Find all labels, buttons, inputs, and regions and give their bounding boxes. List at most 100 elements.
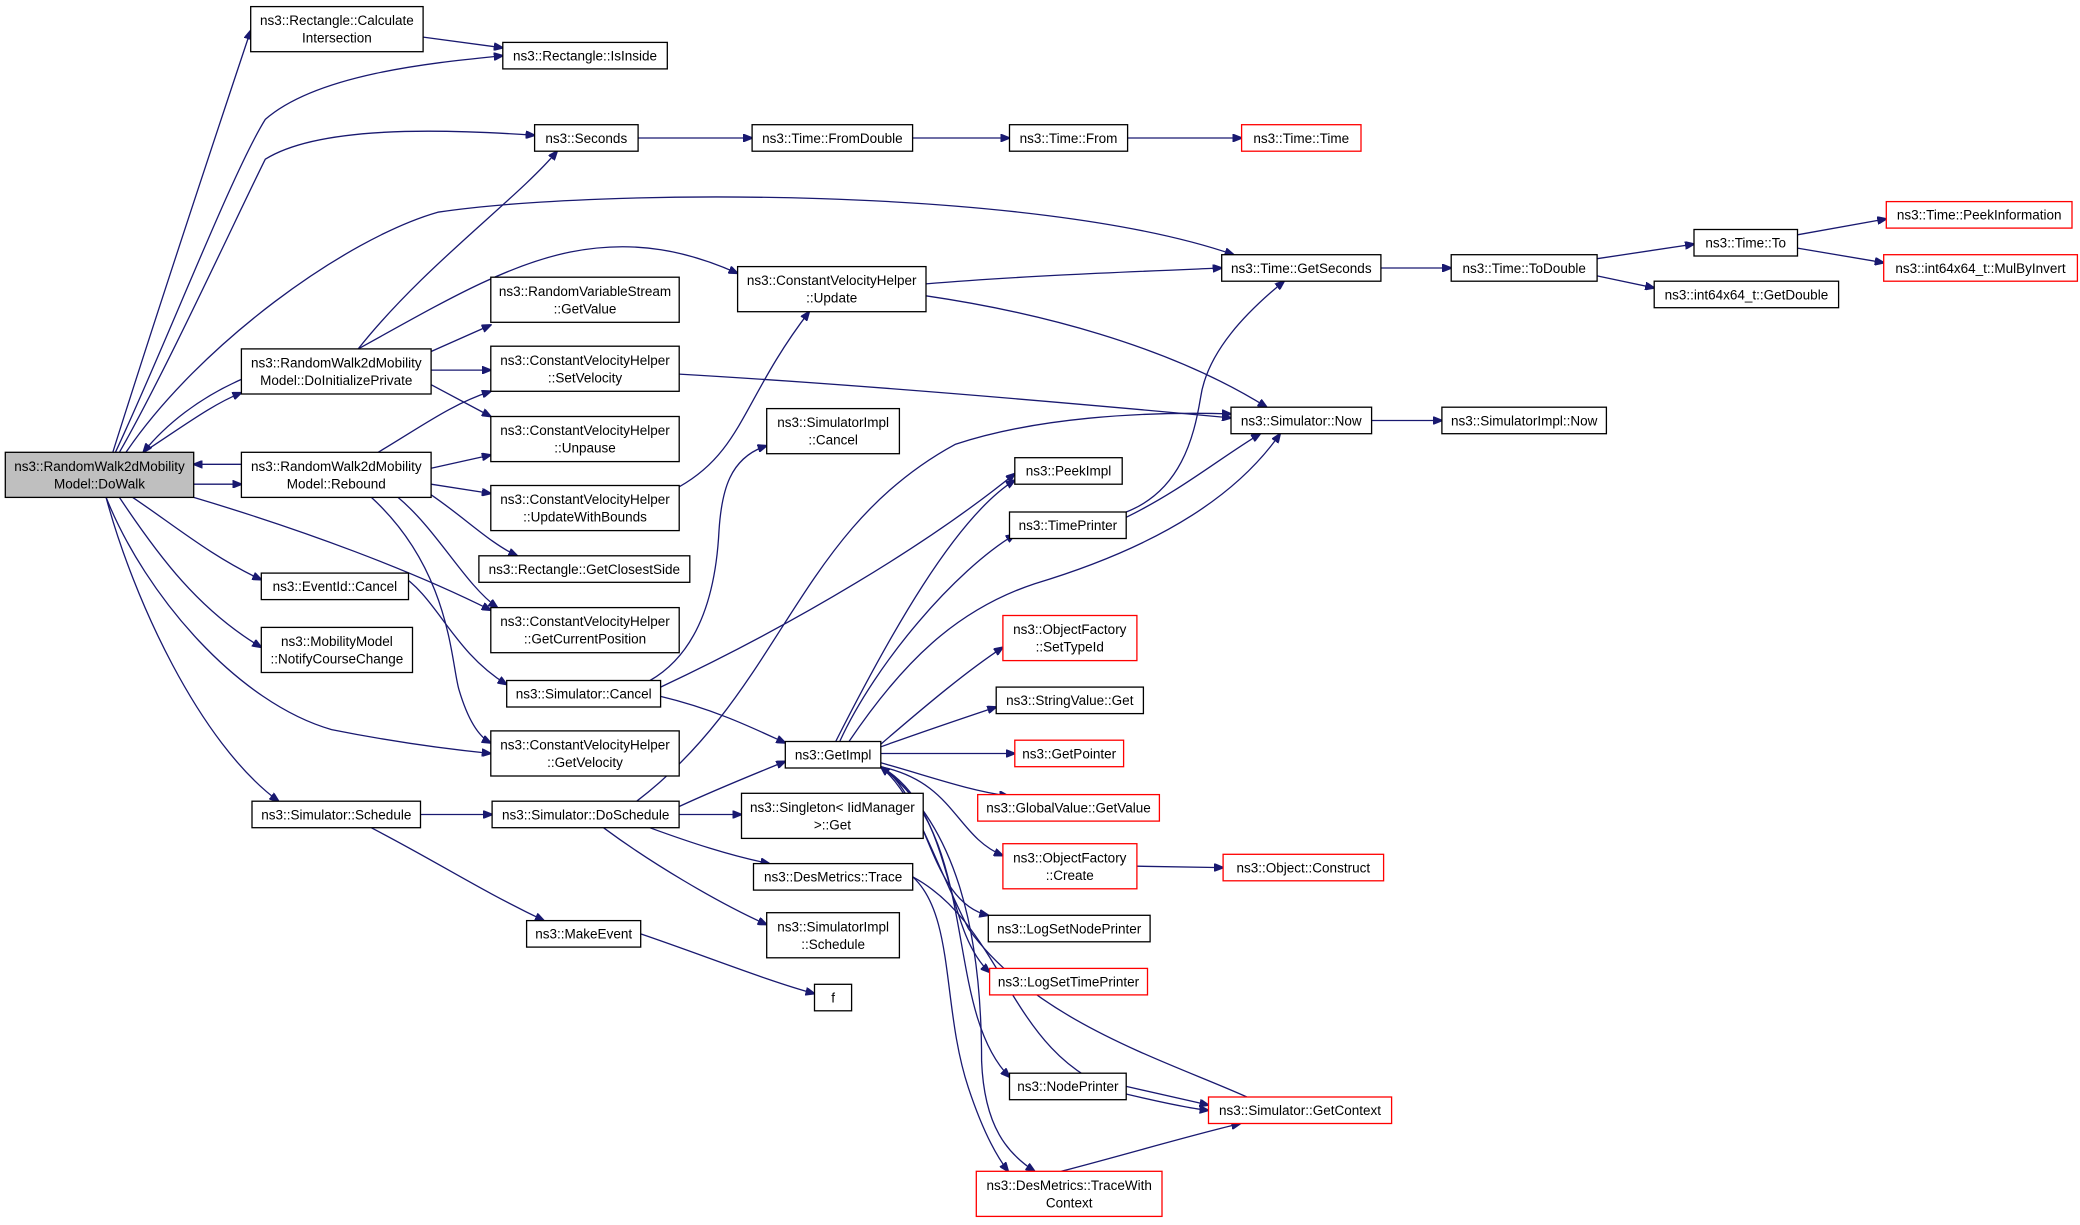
node-getpointer[interactable]: ns3::GetPointer (1014, 739, 1125, 768)
node-isinside[interactable]: ns3::Rectangle::IsInside (502, 41, 668, 70)
node-timetime[interactable]: ns3::Time::Time (1240, 124, 1362, 152)
node-label: ns3::SimulatorImpl (777, 415, 889, 430)
node-cvhupdbounds[interactable]: ns3::ConstantVelocityHelper::UpdateWithB… (490, 484, 680, 532)
edge-line (397, 572, 507, 684)
node-singleton[interactable]: ns3::Singleton< IidManager>::Get (740, 792, 924, 840)
node-simgetcontext[interactable]: ns3::Simulator::GetContext (1207, 1096, 1393, 1125)
edge-todouble-to-timeto (1597, 244, 1694, 260)
edge-getimpl-to-simnow (848, 434, 1280, 742)
edge-line (118, 130, 534, 453)
node-logtimeprinter[interactable]: ns3::LogSetTimePrinter (988, 967, 1149, 996)
node-label: ns3::Singleton< IidManager (750, 800, 915, 815)
node-closestside[interactable]: ns3::Rectangle::GetClosestSide (478, 555, 691, 583)
node-label: ::GetVelocity (547, 755, 623, 770)
node-box (1207, 1096, 1393, 1125)
node-label: ns3::MakeEvent (535, 927, 632, 942)
edge-doinit-to-dowalk (143, 378, 242, 452)
node-cvhsetvel[interactable]: ns3::ConstantVelocityHelper::SetVelocity (490, 345, 680, 392)
node-label: ::SetTypeId (1036, 640, 1104, 655)
node-box (766, 407, 901, 455)
edge-line (1125, 281, 1284, 513)
node-box (751, 124, 914, 152)
node-simnow[interactable]: ns3::Simulator::Now (1230, 406, 1373, 435)
node-peekinfo[interactable]: ns3::Time::PeekInformation (1885, 200, 2073, 229)
node-peekimpl[interactable]: ns3::PeekImpl (1014, 457, 1123, 485)
edge-line (1125, 434, 1260, 518)
node-f[interactable]: f (813, 983, 853, 1012)
node-box (1883, 254, 2079, 282)
node-simimplcancel[interactable]: ns3::SimulatorImpl::Cancel (766, 407, 901, 455)
edge-line (925, 268, 1222, 285)
node-simimplsched[interactable]: ns3::SimulatorImpl::Schedule (766, 912, 901, 959)
node-timefrom[interactable]: ns3::Time::From (1008, 124, 1129, 152)
node-label: ::Cancel (808, 433, 858, 448)
node-box (1008, 511, 1127, 540)
node-label: ns3::DesMetrics::TraceWith (987, 1178, 1152, 1193)
node-box (1450, 254, 1598, 282)
node-rvsget[interactable]: ns3::RandomVariableStream::GetValue (490, 276, 680, 323)
edge-timeto-to-mulbyinvert (1797, 247, 1883, 263)
node-strvalget[interactable]: ns3::StringValue::Get (995, 686, 1145, 715)
edge-line (835, 480, 1015, 742)
edge-rebound-to-closestside (430, 494, 517, 556)
edge-doinit-to-seconds (357, 151, 557, 350)
node-simimplnow[interactable]: ns3::SimulatorImpl::Now (1441, 406, 1608, 435)
edge-line (660, 695, 786, 743)
node-nodeprinter[interactable]: ns3::NodePrinter (1008, 1072, 1127, 1101)
node-box (490, 276, 680, 323)
node-label: ns3::Time::From (1020, 131, 1118, 146)
edge-doschedule-to-getimpl (678, 761, 785, 808)
node-simschedule[interactable]: ns3::Simulator::Schedule (251, 800, 422, 829)
edge-eventcancel-to-simcancel (397, 572, 507, 684)
node-makeevent[interactable]: ns3::MakeEvent (525, 919, 642, 948)
node-box (1002, 614, 1138, 662)
node-notifycourse[interactable]: ns3::MobilityModel::NotifyCourseChange (260, 626, 414, 674)
node-label: ::Update (806, 291, 857, 306)
node-getimpl[interactable]: ns3::GetImpl (784, 740, 882, 769)
edge-rebound-to-cvhgetpos (397, 496, 497, 607)
node-cvhgetvel[interactable]: ns3::ConstantVelocityHelper::GetVelocity (490, 730, 680, 777)
node-getseconds[interactable]: ns3::Time::GetSeconds (1221, 254, 1382, 282)
node-label: ::Schedule (801, 937, 865, 952)
node-doinit[interactable]: ns3::RandomWalk2dMobilityModel::DoInitia… (240, 348, 432, 395)
node-cvhunpause[interactable]: ns3::ConstantVelocityHelper::Unpause (490, 415, 680, 463)
node-timeprinter[interactable]: ns3::TimePrinter (1008, 511, 1127, 540)
node-ofcreate[interactable]: ns3::ObjectFactory::Create (1002, 843, 1138, 890)
node-label: ns3::Simulator::Now (1241, 413, 1362, 428)
edge-line (880, 766, 989, 916)
node-timeto[interactable]: ns3::Time::To (1693, 228, 1799, 257)
node-seconds[interactable]: ns3::Seconds (533, 124, 639, 152)
node-label: ::SetVelocity (548, 370, 623, 385)
node-objconstruct[interactable]: ns3::Object::Construct (1222, 853, 1385, 882)
node-fromdouble[interactable]: ns3::Time::FromDouble (751, 124, 914, 152)
node-box (260, 626, 414, 674)
edge-line (880, 762, 1008, 796)
node-getdouble[interactable]: ns3::int64x64_t::GetDouble (1653, 280, 1840, 309)
node-box (1885, 200, 2073, 229)
node-label: >::Get (814, 817, 851, 832)
node-mulbyinvert[interactable]: ns3::int64x64_t::MulByInvert (1883, 254, 2079, 282)
node-todouble[interactable]: ns3::Time::ToDouble (1450, 254, 1598, 282)
edge-line (193, 496, 491, 610)
edge-dowalk-to-doinit (142, 393, 241, 453)
node-ofsettype[interactable]: ns3::ObjectFactory::SetTypeId (1002, 614, 1138, 662)
node-eventcancel[interactable]: ns3::EventId::Cancel (260, 572, 410, 601)
edge-cvhupdate-to-getseconds (925, 268, 1222, 285)
node-simcancel[interactable]: ns3::Simulator::Cancel (506, 679, 662, 708)
node-lognodeprinter[interactable]: ns3::LogSetNodePrinter (987, 914, 1151, 943)
node-cvhgetpos[interactable]: ns3::ConstantVelocityHelper::GetCurrentP… (490, 606, 680, 654)
node-label: ns3::ObjectFactory (1013, 850, 1127, 865)
node-desmtrace[interactable]: ns3::DesMetrics::Trace (752, 862, 914, 891)
node-box (1008, 124, 1129, 152)
edge-line (603, 827, 767, 925)
node-doschedule[interactable]: ns3::Simulator::DoSchedule (491, 800, 680, 829)
node-cvhupdate[interactable]: ns3::ConstantVelocityHelper::Update (736, 265, 927, 313)
node-label: ns3::Rectangle::Calculate (260, 13, 414, 28)
node-gvgetvalue[interactable]: ns3::GlobalValue::GetValue (977, 793, 1161, 822)
edge-simcancel-to-simimplcancel (649, 446, 767, 682)
node-box (736, 265, 927, 313)
